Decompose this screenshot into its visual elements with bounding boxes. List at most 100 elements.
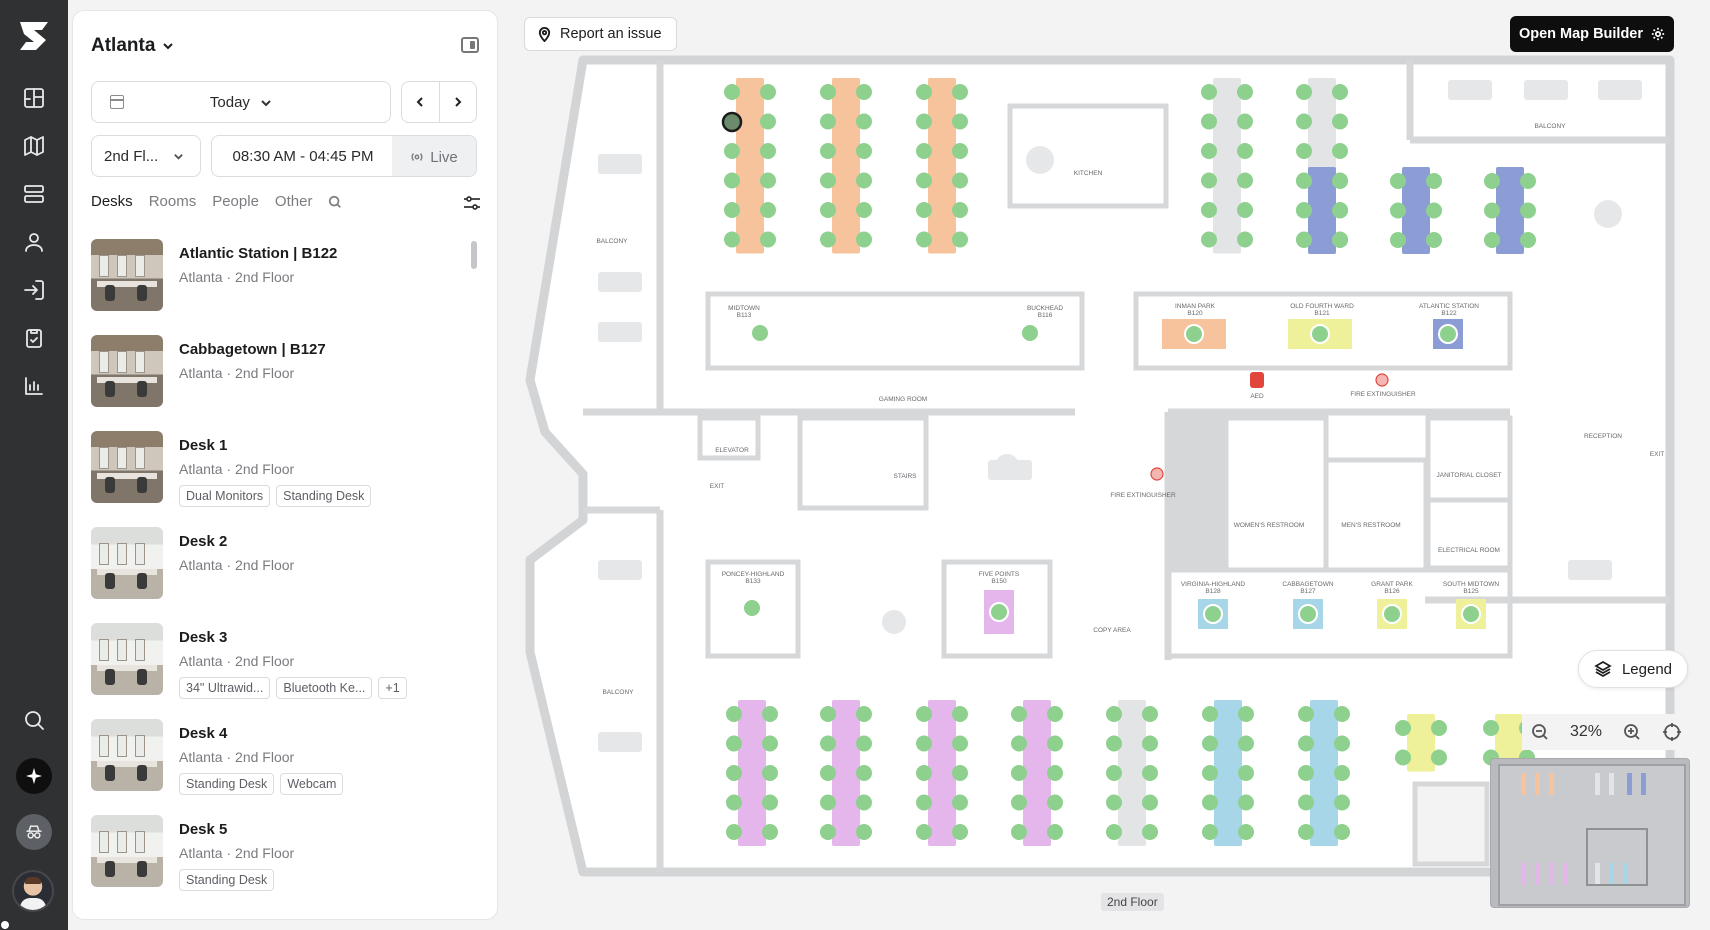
desk-seat[interactable] [820,735,836,752]
desk-seat[interactable] [1390,202,1406,219]
desk-seat[interactable] [1390,173,1406,189]
desk-seat[interactable] [1520,202,1536,219]
desk-seat[interactable] [820,231,836,248]
collapse-panel-icon[interactable] [461,37,479,53]
desk-seat[interactable] [1047,735,1063,752]
desk-seat[interactable] [1520,173,1536,189]
desk-seat[interactable] [916,113,932,130]
desk-seat[interactable] [724,143,740,159]
desk-seat[interactable] [1332,113,1348,130]
desk-seat[interactable] [856,794,872,811]
incognito-button[interactable] [16,814,52,850]
desk-seat[interactable] [1395,749,1411,766]
desk-seat[interactable] [1011,735,1027,752]
desk-seat[interactable] [1296,232,1312,248]
desk-seat[interactable] [1296,231,1312,248]
list-scrollbar[interactable] [471,241,477,269]
desk-seat[interactable] [952,84,968,100]
desk-seat[interactable] [726,706,742,722]
desk-seat[interactable] [1334,794,1350,811]
desk-seat[interactable] [1011,794,1027,811]
desk-seat[interactable] [856,706,872,722]
desk-seat[interactable] [952,706,968,722]
desk-seat[interactable] [856,113,872,130]
desk-seat[interactable] [1431,749,1447,766]
desk-seat[interactable] [1332,84,1348,100]
recenter-button[interactable] [1662,722,1682,742]
open-map-builder-button[interactable]: Open Map Builder [1510,16,1674,52]
room-seat[interactable] [742,598,762,618]
tab-other[interactable]: Other [274,193,313,210]
desk-seat[interactable] [952,765,968,781]
desk-seat[interactable] [1106,824,1122,840]
desk-seat[interactable] [916,202,932,218]
desk-seat[interactable] [1142,735,1158,752]
desk-seat[interactable] [1332,143,1348,159]
desk-seat[interactable] [1202,794,1218,811]
desk-seat[interactable] [762,794,778,811]
desk-seat[interactable] [1142,765,1158,781]
desk-seat[interactable] [1238,765,1254,781]
desk-seat[interactable] [760,113,776,130]
desk-seat[interactable] [1395,720,1411,736]
desk-seat[interactable] [762,706,778,722]
room-seat[interactable] [1298,604,1318,624]
clipboard-icon[interactable] [20,324,48,352]
desk-seat[interactable] [916,735,932,752]
desk-seat[interactable] [1334,765,1350,781]
desk-seat[interactable] [1298,824,1314,840]
map-icon[interactable] [20,132,48,160]
desk-seat[interactable] [762,735,778,752]
desk-seat[interactable] [1426,202,1442,219]
desk-seat[interactable] [856,202,872,218]
live-toggle[interactable]: Live [392,136,476,176]
desk-seat[interactable] [1298,765,1314,781]
desk-seat[interactable] [916,231,932,248]
desk-seat[interactable] [820,84,836,100]
desk-seat[interactable] [952,231,968,248]
desk-seat[interactable] [760,143,776,159]
check-in-icon[interactable] [20,276,48,304]
desk-seat[interactable] [1238,735,1254,752]
search-icon[interactable] [328,195,342,209]
user-avatar[interactable] [12,870,54,912]
desk-seat[interactable] [952,172,968,189]
desk-seat[interactable] [1332,202,1348,218]
report-issue-button[interactable]: Report an issue [524,17,677,51]
desk-seat[interactable] [1484,173,1500,189]
analytics-icon[interactable] [20,372,48,400]
next-day-button[interactable] [438,82,476,122]
desk-seat[interactable] [856,84,872,100]
desk-seat[interactable] [762,765,778,781]
desk-seat[interactable] [1390,232,1406,248]
desk-seat[interactable] [1201,202,1217,218]
desk-seat[interactable] [1106,794,1122,811]
desk-seat[interactable] [820,794,836,811]
desk-seat[interactable] [952,824,968,840]
zoom-in-button[interactable] [1622,722,1642,742]
desk-seat[interactable] [1296,202,1312,219]
room-seat[interactable] [1020,323,1040,343]
desk-seat[interactable] [952,143,968,159]
desk-seat[interactable] [1106,706,1122,722]
desk-seat[interactable] [760,202,776,218]
desk-seat[interactable] [726,794,742,811]
desk-seat[interactable] [1296,173,1312,189]
desk-seat[interactable] [1426,173,1442,189]
desk-seat[interactable] [952,113,968,130]
desk-seat[interactable] [1332,202,1348,219]
room-seat[interactable] [1184,324,1204,344]
desk-seat[interactable] [916,172,932,189]
desk-seat[interactable] [1484,202,1500,219]
desk-seat[interactable] [1238,706,1254,722]
desk-seat[interactable] [760,231,776,248]
desk-seat[interactable] [1298,706,1314,722]
floor-select[interactable]: 2nd Fl... [91,135,201,177]
room-seat[interactable] [1203,604,1223,624]
desk-seat[interactable] [1483,720,1499,736]
brand-logo[interactable] [14,16,54,56]
